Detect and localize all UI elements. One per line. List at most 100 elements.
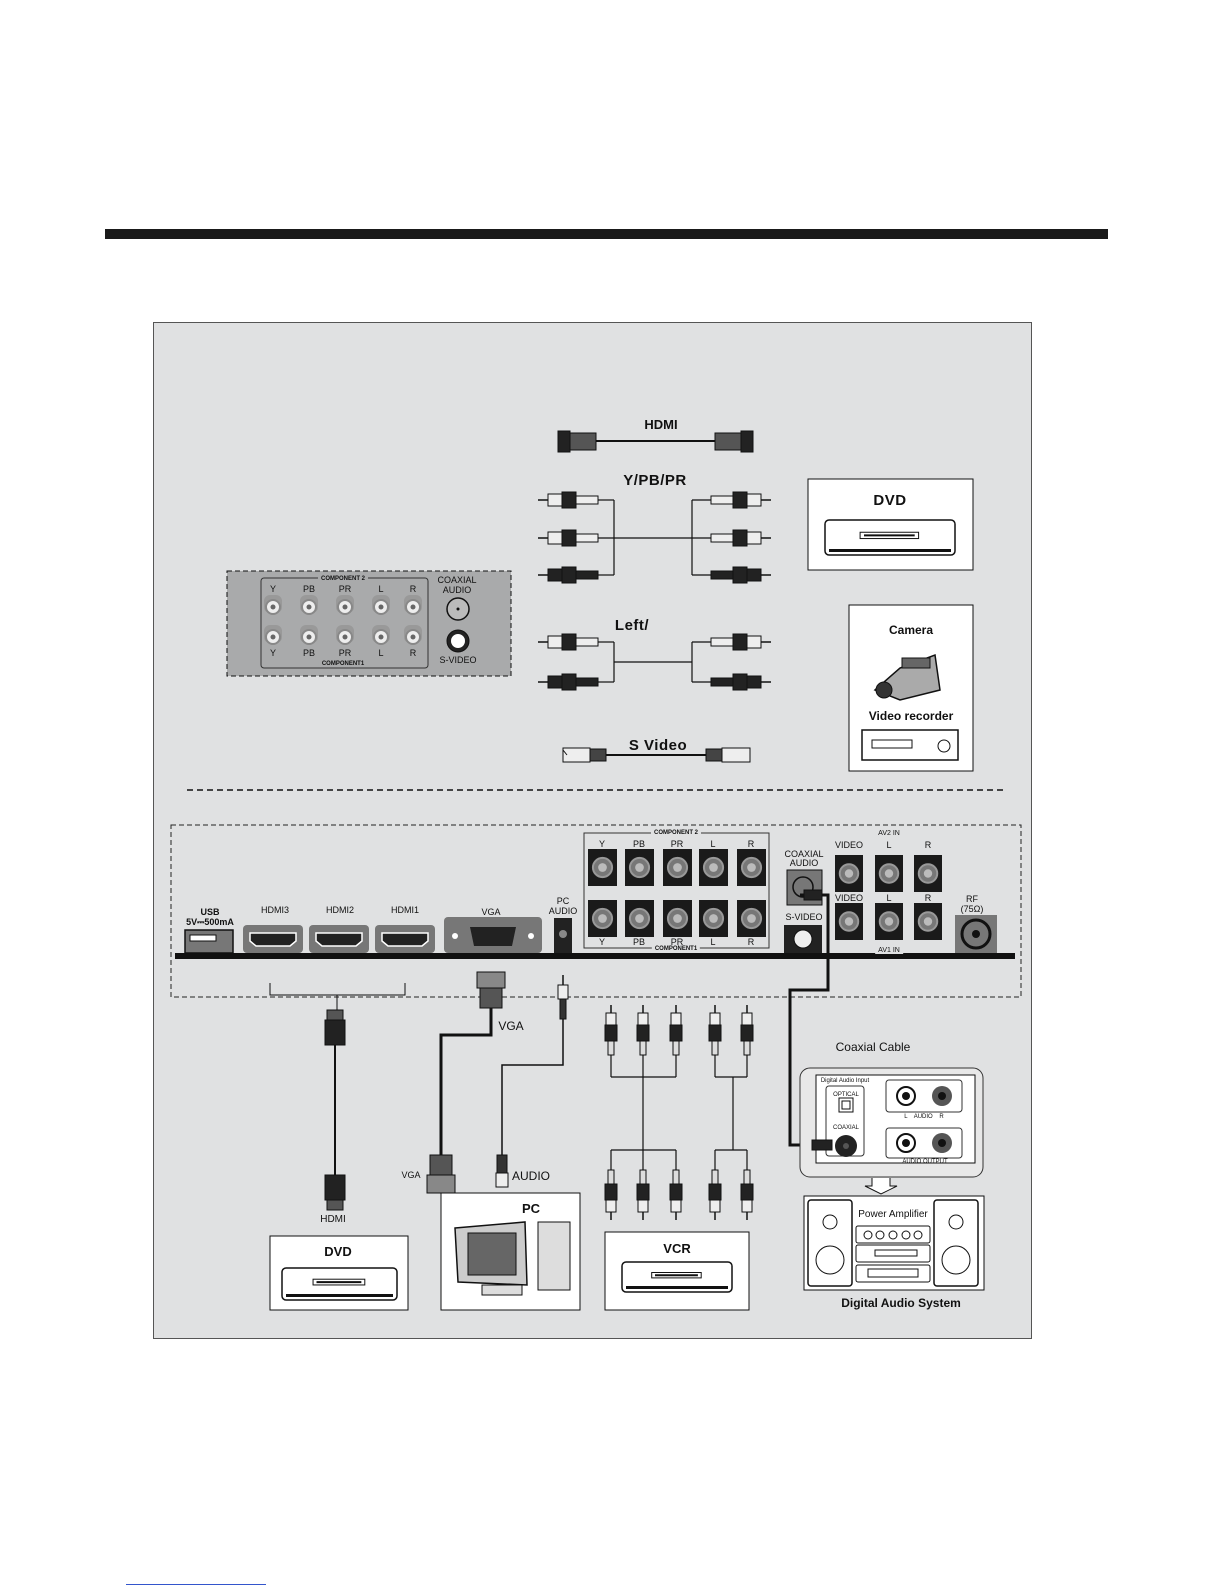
vcr-label: VCR <box>663 1241 691 1256</box>
hdmi-port-socket <box>381 932 429 947</box>
side-rca-jack-pin <box>306 604 312 610</box>
vga-port-socket <box>470 927 516 946</box>
pc-monitor-stand-icon <box>481 1284 523 1296</box>
rca-plug-body <box>575 533 599 543</box>
rf-jack <box>960 918 992 950</box>
vga-plug-bottom-label: VGA <box>401 1170 421 1180</box>
coaxial-cable-label: Coaxial Cable <box>835 1040 911 1054</box>
dvd-player-base <box>286 1294 393 1297</box>
rca-jack-pin <box>598 863 607 872</box>
optical-jack-inner <box>841 1100 851 1110</box>
audio-plug-icon <box>557 984 569 1000</box>
amplifier-tray-icon <box>874 1249 918 1257</box>
side-svideo-inner <box>451 634 465 648</box>
hdmi-port-socket <box>315 932 363 947</box>
digital-audio-system-label: Digital Audio System <box>841 1296 961 1310</box>
rear-component2-label: COMPONENT 2 <box>650 830 702 836</box>
audio-plug-icon <box>496 1154 508 1174</box>
video-recorder-label: Video recorder <box>868 709 954 723</box>
rear-svideo-inner <box>793 929 813 949</box>
av2-jack-label: L <box>886 840 892 850</box>
camcorder-lens-icon <box>875 681 893 699</box>
side-rca-jack-pin <box>410 604 416 610</box>
pc-audio-label: AUDIO <box>548 906 578 916</box>
audio-output-label: AUDIO OUTPUT <box>902 1159 948 1165</box>
rca-jack-pin <box>673 914 682 923</box>
rear-jack-label: Y <box>598 839 606 849</box>
power-amplifier-label: Power Amplifier <box>858 1209 928 1220</box>
av2-jack-label: R <box>924 840 932 850</box>
rca-jack-pin <box>709 914 718 923</box>
side-jack-label: L <box>378 584 384 594</box>
rca-plug-body <box>711 1040 719 1056</box>
side-coaxial-pin <box>456 607 460 611</box>
pc-tower-icon <box>537 1221 571 1291</box>
rca-plug-grip <box>740 1024 754 1042</box>
rca-plug-head <box>746 493 762 507</box>
rca-plug-grip <box>561 633 577 651</box>
side-jack-label: L <box>378 648 384 658</box>
audio-plug-icon <box>559 998 567 1020</box>
rca-plug-head <box>547 675 563 689</box>
svideo-plug-icon <box>705 748 723 762</box>
rear-coaxial-label: AUDIO <box>789 858 819 868</box>
rca-plug-body <box>672 1169 680 1185</box>
audio-plug-label: AUDIO <box>511 1169 551 1183</box>
rear-svideo-label: S-VIDEO <box>785 912 823 922</box>
audio-pin <box>938 1139 946 1147</box>
hdmi2-label: HDMI2 <box>325 905 355 915</box>
hdmi-cable-label: HDMI <box>644 417 678 432</box>
amplifier-knobs-panel <box>855 1225 931 1244</box>
rear-jack-label: PR <box>670 839 684 849</box>
rca-plug-body <box>710 570 734 580</box>
rca-plug-grip <box>561 529 577 547</box>
audio-out-frame <box>885 1127 963 1159</box>
speaker-icon <box>807 1199 853 1287</box>
side-rca-jack-pin <box>270 604 276 610</box>
pc-audio-label: PC <box>556 896 570 906</box>
side-jack-label: R <box>409 648 417 658</box>
dvd-bottom-label: DVD <box>324 1244 352 1259</box>
svideo-plug-icon <box>721 747 751 763</box>
rca-plug-head <box>637 1199 649 1213</box>
svideo-plug-icon <box>589 748 607 762</box>
rca-plug-body <box>711 1169 719 1185</box>
rca-plug-head <box>746 635 762 649</box>
pc-audio-jack <box>559 930 567 938</box>
amplifier-knob-icon <box>863 1230 873 1240</box>
coaxial-input-label: COAXIAL <box>832 1125 860 1131</box>
rear-jack-label: Y <box>598 937 606 947</box>
amplifier-display-panel <box>855 1264 931 1283</box>
rca-plug-grip <box>708 1183 722 1201</box>
rca-jack-pin <box>635 914 644 923</box>
vga-plug-icon <box>429 1154 453 1176</box>
coaxial-input-pin <box>843 1143 849 1149</box>
side-svideo-label: S-VIDEO <box>439 655 477 665</box>
hdmi-plug-icon <box>714 432 742 451</box>
dvd-label: DVD <box>873 492 907 509</box>
audio-pin <box>938 1092 946 1100</box>
svideo-cable-label: S Video <box>628 737 688 754</box>
vga-plug-icon <box>426 1174 456 1194</box>
rear-jack-label: PR <box>670 937 684 947</box>
vga-plug-top-label: VGA <box>498 1019 524 1033</box>
speaker-tweeter-icon <box>948 1214 964 1230</box>
side-jack-label: PB <box>302 648 316 658</box>
pc-label: PC <box>521 1201 541 1216</box>
side-rca-jack-pin <box>410 634 416 640</box>
dvd-player-base <box>626 1286 728 1289</box>
hdmi-plug-icon <box>557 430 571 453</box>
pc-audio-cable <box>501 1019 564 1155</box>
rca-plug-head <box>605 1012 617 1026</box>
rca-plug-head <box>637 1012 649 1026</box>
rca-jack-pin <box>844 917 854 926</box>
hdmi-plug-icon <box>740 430 754 453</box>
vga-plug-icon <box>479 987 503 1009</box>
audio-pin <box>902 1092 910 1100</box>
amplifier-knob-icon <box>913 1230 923 1240</box>
rear-coaxial-label: COAXIAL <box>784 849 824 859</box>
rca-jack-pin <box>844 869 854 878</box>
rca-plug-body <box>607 1169 615 1185</box>
rca-plug-grip <box>604 1183 618 1201</box>
rear-jack-label: L <box>710 839 716 849</box>
